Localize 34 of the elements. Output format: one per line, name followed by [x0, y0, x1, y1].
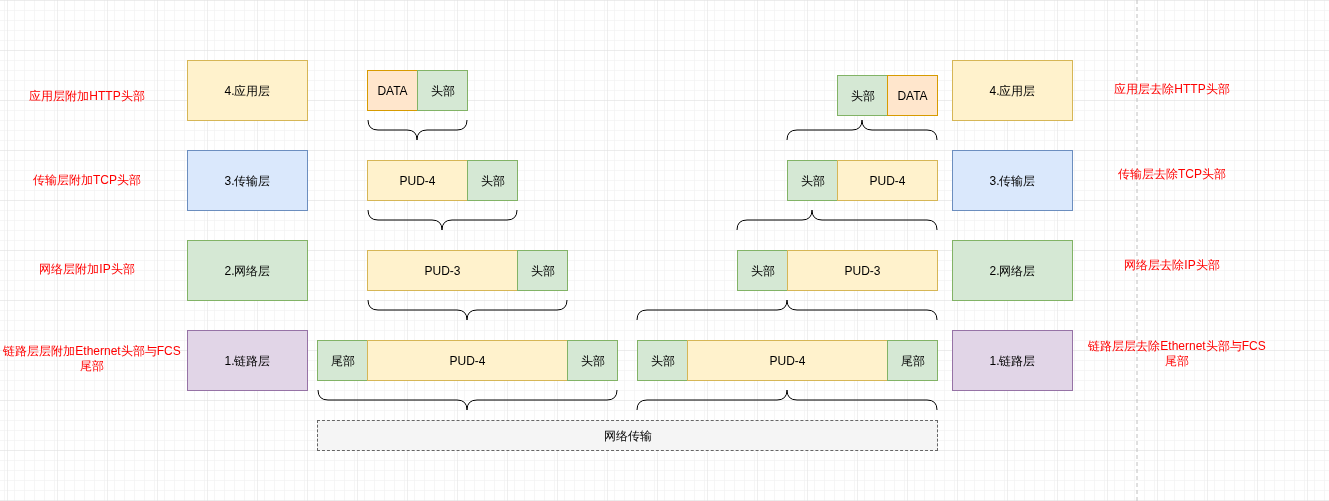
layer-box: 1.链路层 — [952, 330, 1073, 391]
payload-segment: PUD-4 — [687, 340, 888, 381]
layer-box: 4.应用层 — [187, 60, 308, 121]
data-segment: DATA — [887, 75, 938, 116]
payload-segment: PUD-4 — [367, 160, 468, 201]
header-segment: 头部 — [567, 340, 618, 381]
header-segment: 头部 — [637, 340, 688, 381]
layer-box: 2.网络层 — [187, 240, 308, 301]
step-note: 链路层层去除Ethernet头部与FCS尾部 — [1087, 339, 1267, 369]
step-note: 传输层去除TCP头部 — [1117, 166, 1227, 182]
header-segment: 头部 — [467, 160, 518, 201]
header-segment: 头部 — [837, 75, 888, 116]
step-note: 网络层去除IP头部 — [1123, 257, 1221, 273]
step-note: 应用层附加HTTP头部 — [28, 88, 146, 104]
payload-segment: PUD-4 — [367, 340, 568, 381]
network-transfer-box: 网络传输 — [317, 420, 938, 451]
header-segment: 头部 — [787, 160, 838, 201]
layer-box: 1.链路层 — [187, 330, 308, 391]
step-note: 传输层附加TCP头部 — [32, 172, 142, 188]
layer-box: 2.网络层 — [952, 240, 1073, 301]
step-note: 网络层附加IP头部 — [38, 261, 136, 277]
step-note: 应用层去除HTTP头部 — [1113, 81, 1231, 97]
layer-box: 4.应用层 — [952, 60, 1073, 121]
payload-segment: PUD-3 — [367, 250, 518, 291]
trailer-segment: 尾部 — [317, 340, 368, 381]
header-segment: 头部 — [737, 250, 788, 291]
header-segment: 头部 — [517, 250, 568, 291]
payload-segment: PUD-3 — [787, 250, 938, 291]
trailer-segment: 尾部 — [887, 340, 938, 381]
layer-box: 3.传输层 — [952, 150, 1073, 211]
payload-segment: PUD-4 — [837, 160, 938, 201]
data-segment: DATA — [367, 70, 418, 111]
layer-box: 3.传输层 — [187, 150, 308, 211]
header-segment: 头部 — [417, 70, 468, 111]
